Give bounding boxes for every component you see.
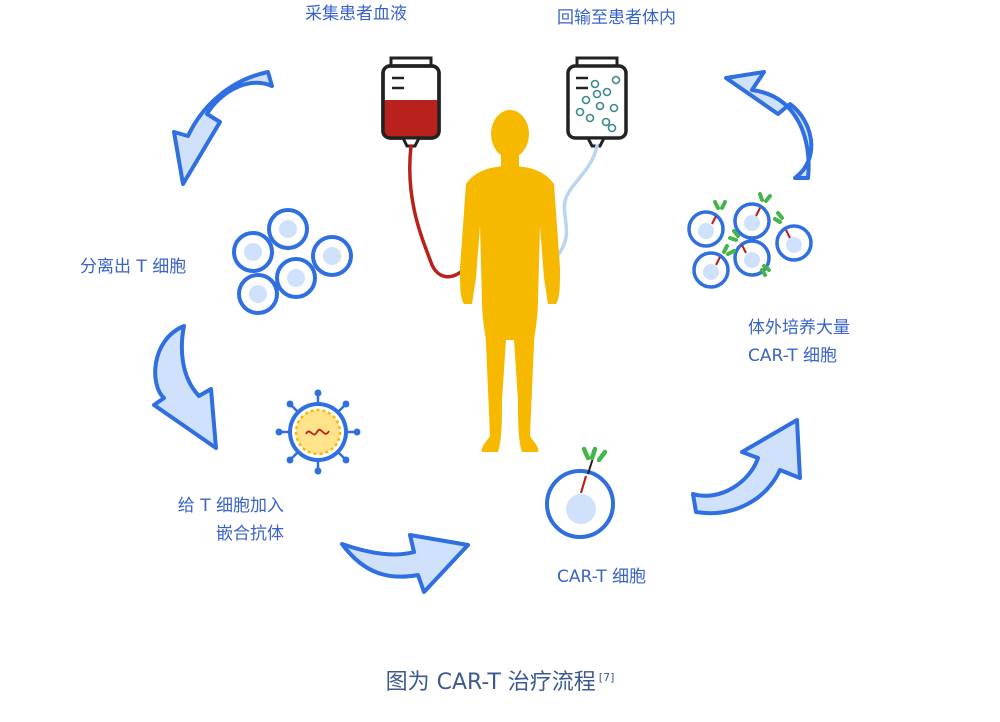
infusion-bag-icon <box>566 56 628 148</box>
label-return-to-body: 回输至患者体内 <box>557 8 676 28</box>
caption-reference: [7] <box>598 670 615 684</box>
viral-vector-icon <box>275 389 361 475</box>
car-t-cell-icon <box>545 446 615 539</box>
cycle-arrow-top-right <box>724 70 814 180</box>
cycle-arrow-left <box>152 324 218 450</box>
blood-tube <box>408 144 472 279</box>
figure-caption: 图为 CAR-T 治疗流程[7] <box>0 664 1000 696</box>
label-add-car-line1: 给 T 细胞加入 <box>177 496 284 516</box>
label-add-car: 给 T 细胞加入 嵌合抗体 <box>160 492 284 548</box>
label-expand-line2: CAR-T 细胞 <box>748 346 837 366</box>
cycle-arrow-bottom-left <box>340 533 470 594</box>
patient-body-icon <box>460 110 560 452</box>
t-cell-cluster-icon <box>232 208 353 315</box>
caption-text: 图为 CAR-T 治疗流程 <box>385 670 596 695</box>
label-add-car-line2: 嵌合抗体 <box>216 524 284 544</box>
cycle-arrow-bottom-right <box>691 418 802 516</box>
label-car-t-cell: CAR-T 细胞 <box>557 567 646 587</box>
car-t-expansion-icon <box>687 192 813 289</box>
label-separate-t-cells: 分离出 T 细胞 <box>80 257 187 277</box>
cycle-arrow-top-left <box>172 70 274 186</box>
label-collect-blood: 采集患者血液 <box>305 4 407 24</box>
label-expand: 体外培养大量 CAR-T 细胞 <box>748 314 850 370</box>
label-expand-line1: 体外培养大量 <box>748 318 850 338</box>
blood-bag-icon <box>381 56 441 148</box>
